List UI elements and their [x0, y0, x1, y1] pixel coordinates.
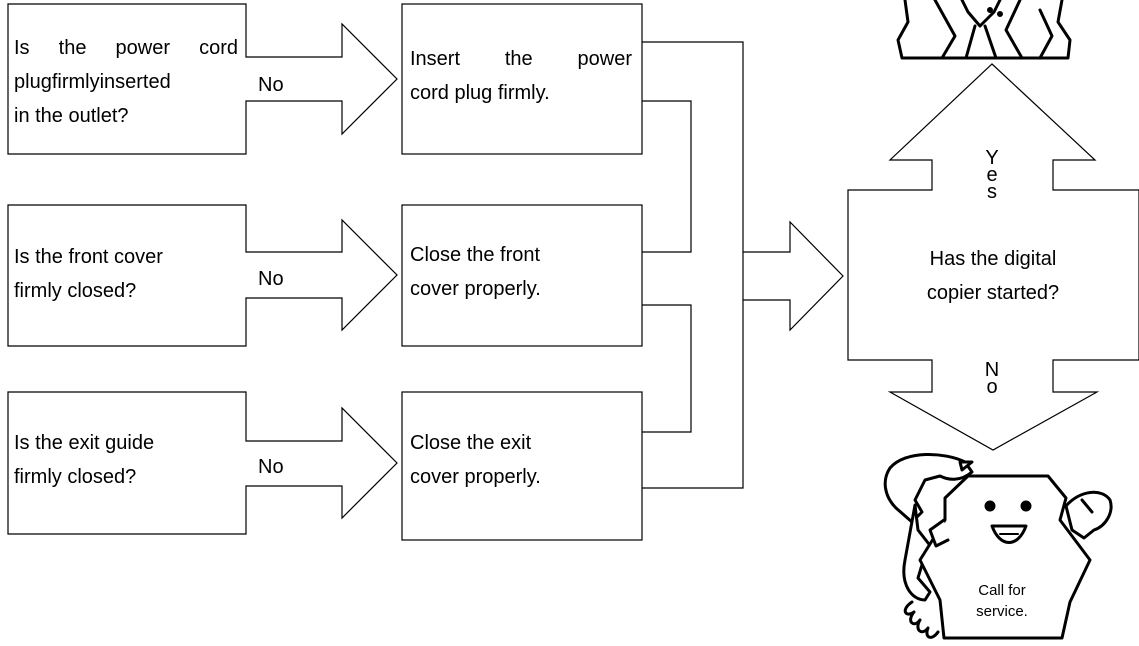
answer-label-3: No	[258, 456, 284, 478]
action-3-line-2: cover properly.	[410, 466, 541, 488]
yes-letter-1: Y	[985, 147, 999, 169]
decision-box	[847, 63, 1139, 451]
action-3-text: Close the exit cover properly.	[410, 426, 541, 494]
action-2-text: Close the front cover properly.	[410, 238, 541, 306]
question-box-2	[7, 204, 398, 347]
action-2-line-2: cover properly.	[410, 278, 541, 300]
no-letter-2: o	[986, 376, 998, 398]
question-box-1	[7, 3, 398, 155]
question-3-text: Is the exit guide firmly closed?	[14, 426, 154, 494]
action-box-1	[401, 3, 643, 155]
question-3-line-1: Is the exit guide	[14, 432, 155, 454]
action-1-text: Insert the power cord plug firmly.	[410, 42, 632, 110]
action-2-line-1: Close the front	[410, 244, 541, 266]
question-2-line-2: firmly closed?	[14, 280, 137, 302]
yes-letter-3: s	[987, 181, 997, 203]
action-3-line-1: Close the exit	[410, 432, 532, 454]
businessman-illustration	[896, 0, 1072, 60]
service-line-1: Call for	[978, 582, 1026, 599]
question-1-text: Is the power cord plugfirmlyinserted in …	[14, 31, 238, 133]
action-1-line-2: cord plug firmly.	[410, 82, 550, 104]
question-1-line-1: Is the power cord	[14, 37, 238, 59]
decision-line-2: copier started?	[926, 282, 1060, 304]
service-line-2: service.	[976, 603, 1028, 620]
decision-yes-label: Y e s	[982, 147, 1002, 203]
answer-label-1: No	[258, 74, 284, 96]
connector-1	[642, 41, 744, 252]
question-3-line-2: firmly closed?	[14, 466, 137, 488]
connector-2-bottom	[642, 304, 692, 433]
decision-text: Has the digital copier started?	[870, 242, 1116, 310]
answer-label-2: No	[258, 268, 284, 290]
no-letter-1: N	[984, 359, 1000, 381]
action-box-2	[401, 204, 643, 347]
question-2-line-1: Is the front cover	[14, 246, 163, 268]
action-1-line-1: Insert the power	[410, 48, 632, 70]
call-for-service-text: Call for service.	[962, 580, 1042, 622]
yes-letter-2: e	[986, 164, 998, 186]
question-1-line-2: plugfirmlyinserted	[14, 71, 171, 93]
merge-arrow	[742, 220, 844, 332]
connector-3	[642, 300, 744, 489]
action-box-3	[401, 391, 643, 541]
question-box-3	[7, 391, 398, 535]
question-2-text: Is the front cover firmly closed?	[14, 240, 163, 308]
question-1-line-3: in the outlet?	[14, 105, 129, 127]
copier-mascot-phone-illustration	[883, 453, 1113, 640]
connector-2-top	[642, 100, 692, 253]
decision-no-label: N o	[982, 359, 1002, 398]
decision-line-1: Has the digital	[929, 248, 1057, 270]
